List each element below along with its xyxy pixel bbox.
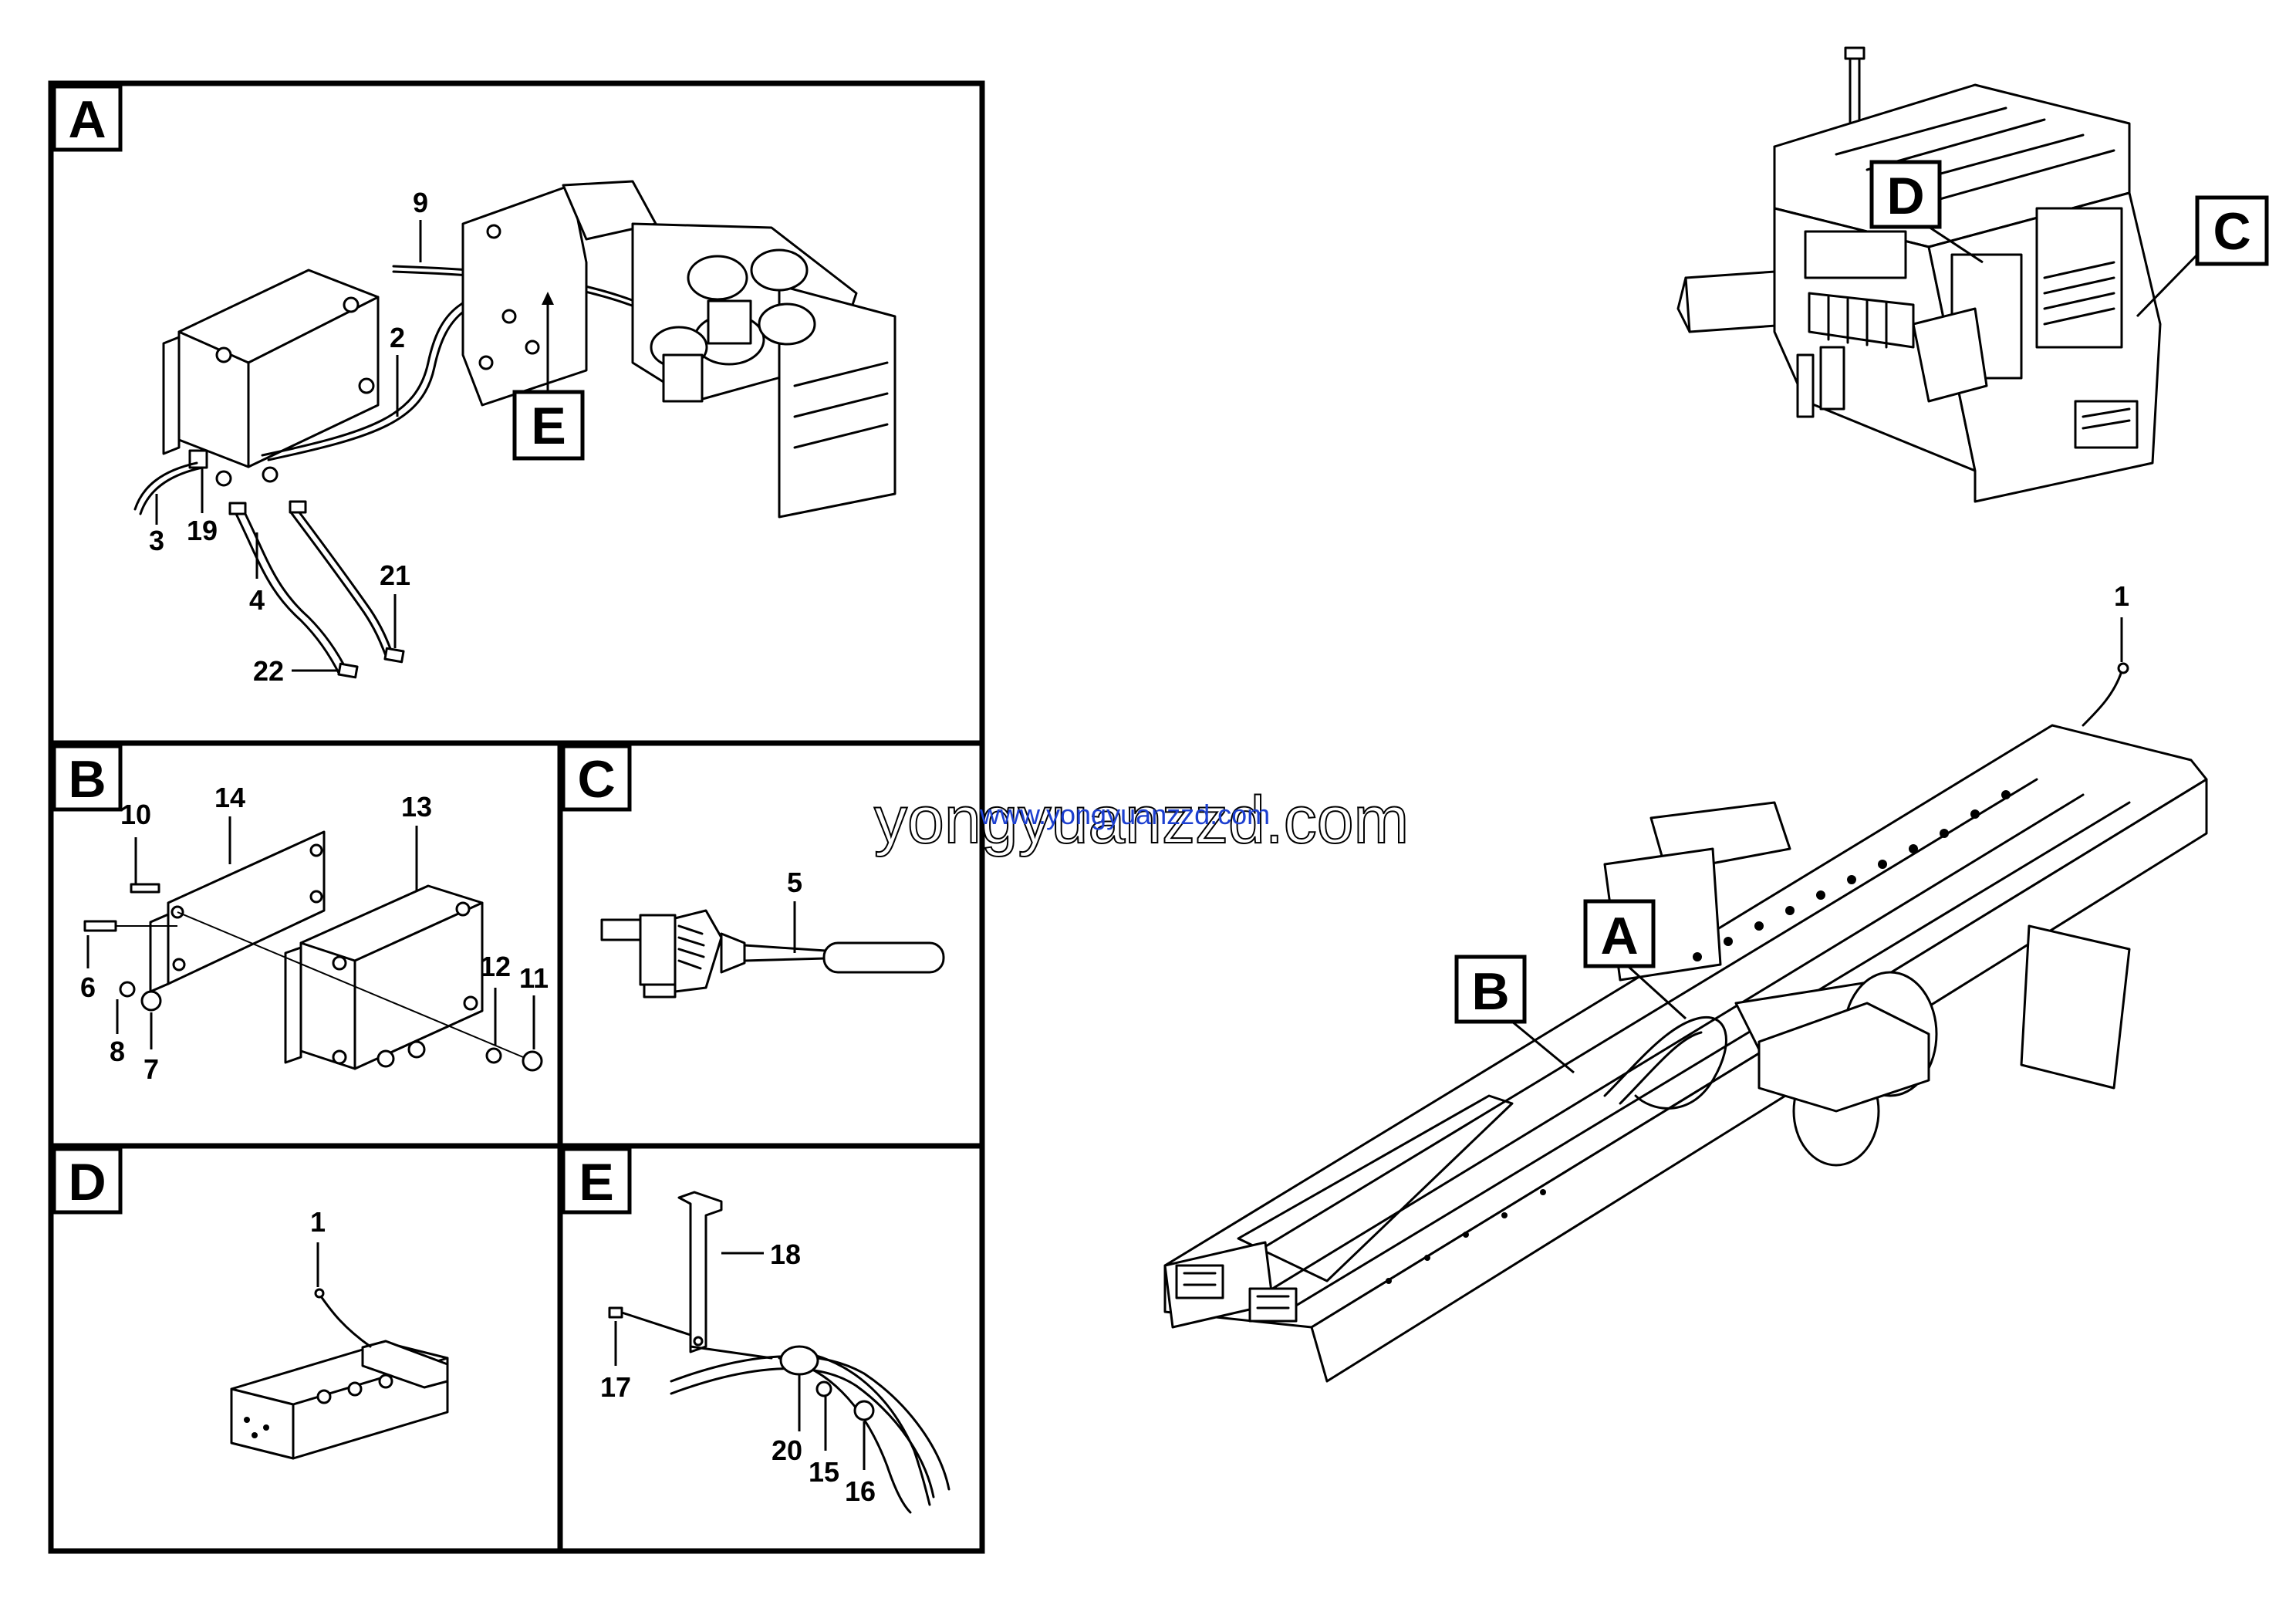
panel-d-tag: D <box>68 1153 106 1211</box>
label-22: 22 <box>253 655 284 687</box>
label-19: 19 <box>187 515 218 546</box>
label-2: 2 <box>390 322 405 353</box>
label-17: 17 <box>600 1371 631 1403</box>
label-9: 9 <box>413 187 428 218</box>
label-21: 21 <box>380 559 410 591</box>
chassis-tag-a: A <box>1600 907 1638 965</box>
label-11: 11 <box>519 962 549 994</box>
label-6: 6 <box>80 972 96 1003</box>
panel-a-tag: A <box>68 90 106 149</box>
watermark-outline-text: yongyuanzzd.com <box>874 783 1409 857</box>
label-12: 12 <box>480 951 511 982</box>
panel-d: D 1 <box>48 1143 563 1554</box>
label-18: 18 <box>770 1238 801 1270</box>
cab-tag-d: D <box>1886 167 1924 225</box>
chassis-label-1: 1 <box>2114 580 2129 612</box>
watermark-blue-text: www.yongyuanzzd.com <box>979 799 1270 830</box>
label-7: 7 <box>144 1053 159 1085</box>
watermark: yongyuanzzd.com www.yongyuanzzd.com <box>873 782 1410 858</box>
valve-assembly-a <box>461 180 896 519</box>
label-20: 20 <box>772 1434 802 1466</box>
label-4: 4 <box>249 584 265 616</box>
chassis-overview: 1 A B <box>1163 580 2208 1383</box>
panel-e-tag: E <box>579 1153 613 1211</box>
chassis-tag-b: B <box>1471 962 1509 1021</box>
label-16: 16 <box>845 1475 876 1507</box>
panel-b: B 10 14 <box>48 740 563 1149</box>
frame-rail-d <box>230 1340 449 1460</box>
label-1-d: 1 <box>310 1206 326 1238</box>
mounting-plate-b <box>149 830 326 993</box>
cab-tag-c: C <box>2213 202 2250 261</box>
label-15: 15 <box>809 1456 839 1488</box>
label-3: 3 <box>149 525 164 556</box>
panel-c: C 5 <box>557 740 985 1149</box>
label-8: 8 <box>110 1036 125 1067</box>
label-10: 10 <box>120 799 151 830</box>
label-5: 5 <box>787 867 802 898</box>
joystick-lever-c <box>600 909 945 999</box>
bracket-e <box>677 1191 773 1360</box>
cab-overview: D C <box>1676 46 2269 503</box>
panel-e: E 18 17 20 15 16 <box>557 1143 985 1554</box>
label-13: 13 <box>401 791 432 823</box>
label-14: 14 <box>214 782 245 813</box>
control-box-b <box>284 884 484 1070</box>
panel-a: A <box>48 80 985 746</box>
callout-e-tag: E <box>531 397 566 455</box>
panel-c-tag: C <box>577 750 615 809</box>
control-box-a <box>162 269 380 487</box>
panel-b-tag: B <box>68 750 106 809</box>
